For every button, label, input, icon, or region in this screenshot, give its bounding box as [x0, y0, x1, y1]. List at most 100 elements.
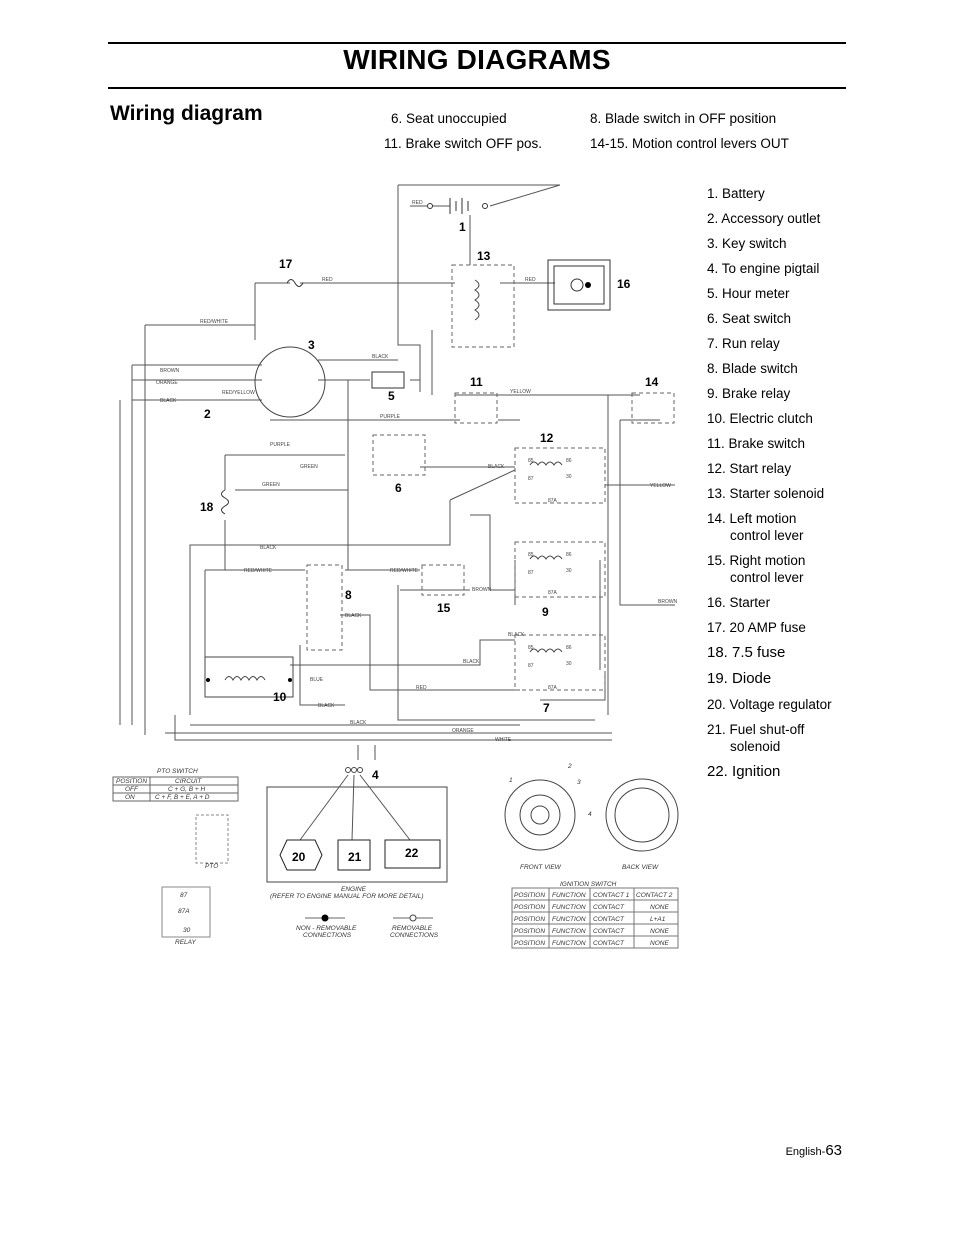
wire: [340, 614, 520, 691]
wire-label: PURPLE: [270, 442, 291, 448]
component-legend: 1. Battery 2. Accessory outlet 3. Key sw…: [707, 185, 847, 789]
callout-20: 20: [292, 850, 306, 864]
battery-symbol: [427, 198, 488, 214]
page-footer: English-63: [786, 1142, 842, 1159]
motor-icon: [570, 278, 584, 292]
key-switch: [254, 346, 326, 418]
ignition-pos: 1: [509, 777, 513, 784]
wire-label: BLACK: [508, 632, 525, 638]
fuse-7-5a: [221, 489, 229, 515]
left-motion-switch: [631, 392, 675, 424]
relay-pin-label: 87A: [548, 498, 558, 504]
callout-10: 10: [273, 690, 287, 704]
ignition-pos: 3: [577, 779, 581, 786]
wire: [299, 774, 411, 841]
ign-cell: FUNCTION: [552, 904, 586, 911]
ign-cell: NONE: [650, 928, 669, 935]
callout-8: 8: [345, 588, 352, 602]
brake-relay: [514, 541, 606, 598]
wire: [299, 645, 345, 706]
section-subtitle: Wiring diagram: [110, 102, 263, 125]
legend-item: 11. Brake switch: [707, 436, 806, 451]
relay-pin: 30: [183, 927, 191, 934]
relay-pin-label: 86: [566, 645, 572, 651]
ign-cell: CONTACT: [593, 916, 625, 923]
top-rule: [108, 42, 846, 44]
callout-5: 5: [388, 389, 395, 403]
callout-13: 13: [477, 249, 491, 263]
front-view-label: FRONT VIEW: [520, 864, 562, 871]
run-relay: [514, 634, 606, 691]
relay-pin-label: 86: [566, 552, 572, 558]
ignition-pos: 4: [588, 811, 592, 818]
ign-header: FUNCTION: [552, 892, 586, 899]
ign-header: POSITION: [514, 892, 545, 899]
callout-7: 7: [543, 701, 550, 715]
callout-16: 16: [617, 277, 631, 291]
voltage-regulator: [279, 839, 323, 871]
wire-label: RED: [525, 277, 536, 283]
legend-item: 6. Seat switch: [707, 311, 792, 326]
engine-caption: ENGINE: [341, 886, 367, 893]
relay-pin-label: 87: [528, 570, 534, 576]
legend-item: 3. Key switch: [707, 236, 787, 251]
legend-item: 16. Starter: [707, 595, 771, 610]
relay-pin-label: 87A: [548, 685, 558, 691]
wire-label: PURPLE: [380, 414, 401, 420]
wire: [489, 184, 561, 207]
ign-cell: FUNCTION: [552, 928, 586, 935]
callout-9: 9: [542, 605, 549, 619]
seat-switch: [372, 434, 426, 476]
engine-note: (REFER TO ENGINE MANUAL FOR MORE DETAIL): [270, 893, 424, 900]
callout-14: 14: [645, 375, 659, 389]
legend-item: 18. 7.5 fuse: [707, 644, 786, 661]
solenoid-coil: [474, 279, 480, 321]
footer-prefix: English-: [785, 1146, 826, 1158]
pto-cell: ON: [125, 794, 135, 801]
pto-table: [112, 776, 239, 802]
wire: [119, 365, 133, 725]
ign-cell: POSITION: [514, 904, 545, 911]
ign-cell: CONTACT: [593, 940, 625, 947]
starter-solenoid: [451, 264, 515, 348]
legend-item: 7. Run relay: [707, 336, 780, 351]
callout-17: 17: [279, 257, 293, 271]
ign-cell: FUNCTION: [552, 940, 586, 947]
ign-cell: NONE: [650, 940, 669, 947]
wire-label: BROWN: [472, 587, 492, 593]
wire-label: RED/WHITE: [244, 568, 273, 574]
wire-label: RED: [412, 200, 423, 206]
electric-clutch: [204, 656, 294, 698]
wire-label: BLACK: [260, 545, 277, 551]
relay-pin-label: 87A: [548, 590, 558, 596]
pto-cell: OFF: [125, 786, 139, 793]
legend-item: 1. Battery: [707, 186, 765, 201]
legend-item: 4. To engine pigtail: [707, 261, 820, 276]
relay-pin: 87A: [178, 908, 190, 915]
pto-header: CIRCUIT: [175, 778, 202, 785]
relay-pin-label: 30: [566, 474, 572, 480]
wire-label: BROWN: [658, 599, 678, 605]
relay-pin-label: 30: [566, 661, 572, 667]
pto-symbol: [195, 814, 229, 864]
wire-label: BLACK: [345, 613, 362, 619]
wire-label: WHITE: [495, 737, 512, 743]
relay-pin-label: 85: [528, 458, 534, 464]
wire-label: BROWN: [160, 368, 180, 374]
wire: [174, 715, 612, 741]
legend-item: 19. Diode: [707, 670, 772, 687]
callout-21: 21: [348, 850, 362, 864]
wire-label: YELLOW: [650, 483, 671, 489]
pto-caption: PTO: [205, 863, 218, 870]
wire: [132, 364, 262, 401]
wire-label: BLACK: [350, 720, 367, 726]
wire-label: ORANGE: [452, 728, 474, 734]
callout-11: 11: [470, 375, 483, 389]
relay-pin-label: 85: [528, 645, 534, 651]
callout-18: 18: [200, 500, 214, 514]
relay-pin-label: 30: [566, 568, 572, 574]
ign-header: CONTACT 1: [593, 892, 630, 899]
start-relay: [514, 447, 606, 504]
removable-label-1: REMOVABLE: [392, 925, 433, 932]
